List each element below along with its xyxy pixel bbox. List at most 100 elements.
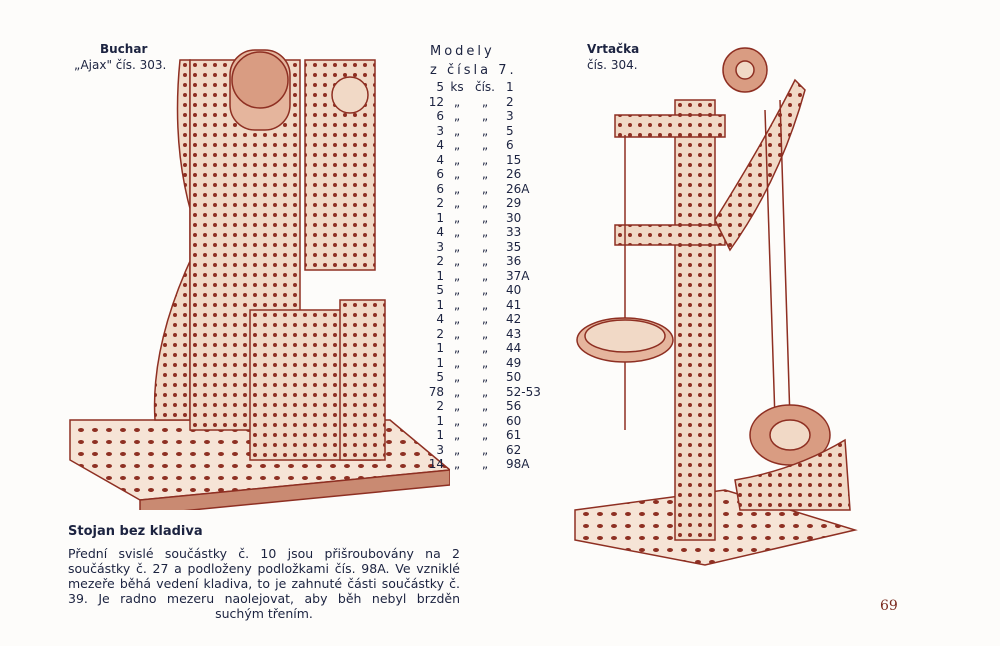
ditto-mark: „ — [453, 370, 461, 384]
ditto-mark: „ — [481, 138, 489, 152]
parts-list-row: 6„„26 — [412, 167, 556, 182]
ditto-mark: „ — [481, 297, 489, 312]
ditto-mark: „ — [481, 442, 489, 457]
part-number: 40 — [506, 283, 522, 297]
ditto-mark: „ — [453, 167, 461, 181]
ditto-mark: „ — [481, 312, 489, 326]
ditto-mark: „ — [481, 181, 489, 196]
ditto-mark: „ — [453, 123, 461, 138]
part-number: 30 — [506, 210, 522, 225]
parts-list-row: 4 „ „ 33 — [412, 225, 556, 240]
part-number: 50 — [506, 370, 522, 384]
parts-list-row: 2„„43 — [412, 327, 556, 342]
ditto-mark: „ — [481, 239, 489, 254]
part-qty: 1 — [436, 355, 444, 370]
ditto-mark: „ — [481, 326, 489, 341]
ditto-mark: „ — [453, 399, 461, 413]
part-number: 33 — [506, 225, 522, 239]
part-qty: 1 — [436, 210, 444, 225]
ditto-mark: „ — [453, 94, 461, 109]
ditto-mark: „ — [453, 283, 461, 297]
part-qty: 78 — [428, 384, 444, 399]
ditto-mark: „ — [453, 138, 461, 152]
parts-list-row: 14„„98A — [412, 457, 556, 472]
part-number: 36 — [506, 254, 522, 268]
part-qty: 4 — [436, 152, 444, 167]
section-text: Přední svislé součástky č. 10 jsou přišr… — [68, 546, 460, 621]
ditto-mark: „ — [453, 297, 461, 312]
part-qty: 4 — [436, 312, 444, 326]
ditto-mark: „ — [453, 413, 461, 428]
part-qty: 4 — [436, 225, 444, 239]
part-qty: 1 — [436, 297, 444, 312]
ditto-mark: „ — [453, 428, 461, 442]
ditto-mark: „ — [453, 225, 461, 239]
part-number: 49 — [506, 355, 522, 370]
part-number: 98A — [506, 457, 530, 471]
ditto-mark: „ — [453, 196, 461, 210]
ditto-mark: „ — [481, 413, 489, 428]
parts-list-row: 5„„40 — [412, 283, 556, 298]
part-number: 62 — [506, 442, 522, 457]
part-qty: 6 — [436, 181, 444, 196]
parts-list-row: 5„„50 — [412, 370, 556, 385]
parts-list-row: 3 „ „ 62 — [412, 443, 556, 458]
ditto-mark: „ — [453, 254, 461, 268]
ditto-mark: „ — [481, 152, 489, 167]
ditto-mark: „ — [453, 152, 461, 167]
ditto-mark: „ — [481, 109, 489, 123]
ditto-mark: „ — [481, 341, 489, 355]
part-qty: 2 — [436, 399, 444, 413]
parts-list-row: 4 „ „ 6 — [412, 138, 556, 153]
parts-list-row: 4„„42 — [412, 312, 556, 327]
section-heading: Stojan bez kladiva — [68, 524, 203, 539]
parts-list-row: 12„„2 — [412, 95, 556, 110]
part-number: 44 — [506, 341, 522, 355]
ditto-mark: „ — [481, 167, 489, 181]
ditto-mark: „ — [481, 457, 489, 471]
part-qty: 2 — [436, 326, 444, 341]
ditto-mark: „ — [481, 399, 489, 413]
ditto-mark: „ — [481, 123, 489, 138]
part-qty: 1 — [436, 428, 444, 442]
ditto-mark: „ — [453, 384, 461, 399]
ditto-mark: „ — [453, 442, 461, 457]
part-qty: 3 — [436, 123, 444, 138]
ditto-mark: „ — [453, 268, 461, 283]
ditto-mark: „ — [453, 355, 461, 370]
parts-title-line2: z čísla 7. — [430, 63, 517, 78]
parts-list-row: 1„„61 — [412, 428, 556, 443]
drop-hammer-illustration — [69, 49, 450, 510]
parts-list-row: 1„„44 — [412, 341, 556, 356]
ditto-mark: „ — [481, 268, 489, 283]
part-number: 3 — [506, 109, 514, 123]
parts-list-row: 1 „ „ 37A — [412, 269, 556, 284]
part-number: 37A — [506, 268, 530, 283]
part-col: čís. — [475, 80, 495, 94]
part-qty: 1 — [436, 268, 444, 283]
parts-list-row: 2 „ „ 56 — [412, 399, 556, 414]
parts-list-row: 78„„52-53 — [412, 385, 556, 400]
part-qty: 2 — [436, 254, 444, 268]
ditto-mark: „ — [453, 210, 461, 225]
parts-list-row: 1 „ „ 60 — [412, 414, 556, 429]
ditto-mark: „ — [453, 312, 461, 326]
ditto-mark: „ — [453, 326, 461, 341]
part-unit: ks — [450, 80, 464, 94]
right-model-name: Vrtačka — [587, 42, 640, 56]
part-number: 6 — [506, 138, 514, 152]
ditto-mark: „ — [481, 355, 489, 370]
parts-header-row: 5 ks čís. 1 — [412, 80, 556, 95]
part-qty: 1 — [436, 413, 444, 428]
part-qty: 4 — [436, 138, 444, 152]
part-qty: 3 — [436, 442, 444, 457]
right-model-subtitle: čís. 304. — [587, 58, 638, 72]
part-qty: 3 — [436, 239, 444, 254]
part-number: 60 — [506, 413, 522, 428]
ditto-mark: „ — [481, 254, 489, 268]
part-qty: 1 — [436, 341, 444, 355]
part-number: 56 — [506, 399, 522, 413]
part-number: 52-53 — [506, 384, 541, 399]
ditto-mark: „ — [481, 225, 489, 239]
